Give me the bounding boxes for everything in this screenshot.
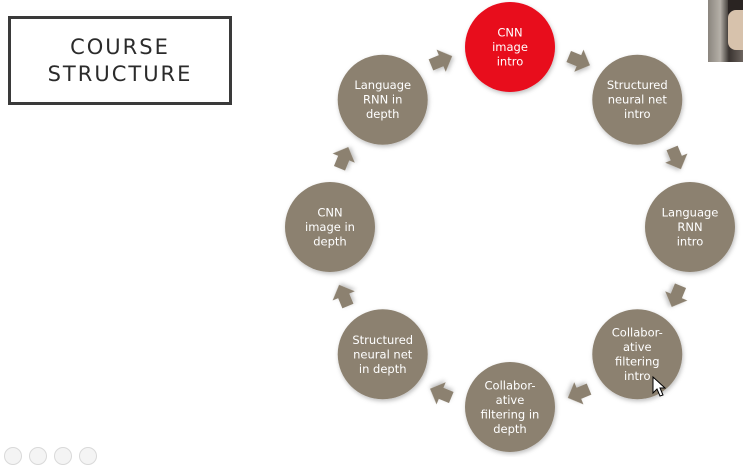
node-label-line: RNN	[677, 220, 702, 234]
presenter-webcam	[708, 0, 743, 62]
cycle-arrow-1	[566, 49, 590, 72]
arrow-shape	[665, 283, 688, 307]
slide-title-box: COURSE STRUCTURE	[8, 16, 232, 105]
node-label-line: in depth	[359, 362, 407, 376]
node-label-line: neural net	[608, 93, 668, 107]
node-label-line: intro	[624, 107, 651, 121]
cycle-arrow-4	[567, 382, 592, 405]
node-label-line: ative	[496, 393, 525, 407]
more-icon[interactable]	[79, 447, 97, 465]
node-label-line: Language	[662, 206, 719, 220]
node-circle	[285, 182, 375, 272]
node-label-line: Structured	[352, 333, 413, 347]
node-label-line: CNN	[317, 206, 342, 220]
cycle-arrow-6	[332, 284, 355, 309]
arrow-shape	[567, 382, 592, 405]
node-label-line: Structured	[607, 78, 668, 92]
node-label-line: intro	[497, 55, 524, 69]
node-circle	[337, 309, 428, 400]
node-label-line: depth	[366, 107, 399, 121]
cycle-arrow-2	[665, 145, 688, 170]
slide-title-line-1: COURSE	[70, 34, 170, 59]
node-label-line: neural net	[353, 347, 413, 361]
cycle-arrow-7	[332, 147, 355, 171]
zoom-icon[interactable]	[54, 447, 72, 465]
node-label-line: image in	[305, 220, 355, 234]
slide-title-line-2: STRUCTURE	[47, 61, 193, 86]
cycle-arrow-3	[665, 283, 688, 307]
node-circle	[592, 54, 683, 145]
arrow-shape	[430, 382, 454, 405]
node-label-line: CNN	[497, 26, 522, 40]
node-label-line: intro	[624, 369, 651, 383]
node-label-line: filtering	[615, 355, 660, 369]
node-label-line: intro	[677, 235, 704, 249]
node-circle	[465, 2, 555, 92]
cycle-arrow-5	[430, 382, 454, 405]
node-label-line: ative	[623, 340, 652, 354]
arrow-shape	[566, 49, 590, 72]
arrow-shape	[665, 145, 688, 170]
arrow-shape	[332, 284, 355, 309]
node-label-line: depth	[493, 422, 526, 436]
node-label-line: filtering in	[481, 407, 540, 421]
slide-controls	[4, 447, 97, 465]
webcam-face	[728, 10, 743, 50]
node-label-line: depth	[313, 235, 346, 249]
node-label-line: Collabor-	[485, 378, 536, 392]
node-label-line: RNN in	[363, 93, 402, 107]
arrow-shape	[428, 49, 453, 72]
node-label-line: Collabor-	[612, 326, 663, 340]
node-circle	[337, 54, 428, 145]
node-label-line: Language	[354, 78, 411, 92]
node-label-line: image	[492, 40, 528, 54]
cycle-arrow-8	[428, 49, 453, 72]
node-circle	[592, 309, 683, 400]
pen-icon[interactable]	[4, 447, 22, 465]
node-circle	[465, 362, 555, 452]
mouse-cursor-icon	[652, 376, 666, 397]
cycle-arrows	[332, 49, 688, 405]
node-circle	[645, 182, 735, 272]
arrow-shape	[332, 147, 355, 171]
slides-icon[interactable]	[29, 447, 47, 465]
